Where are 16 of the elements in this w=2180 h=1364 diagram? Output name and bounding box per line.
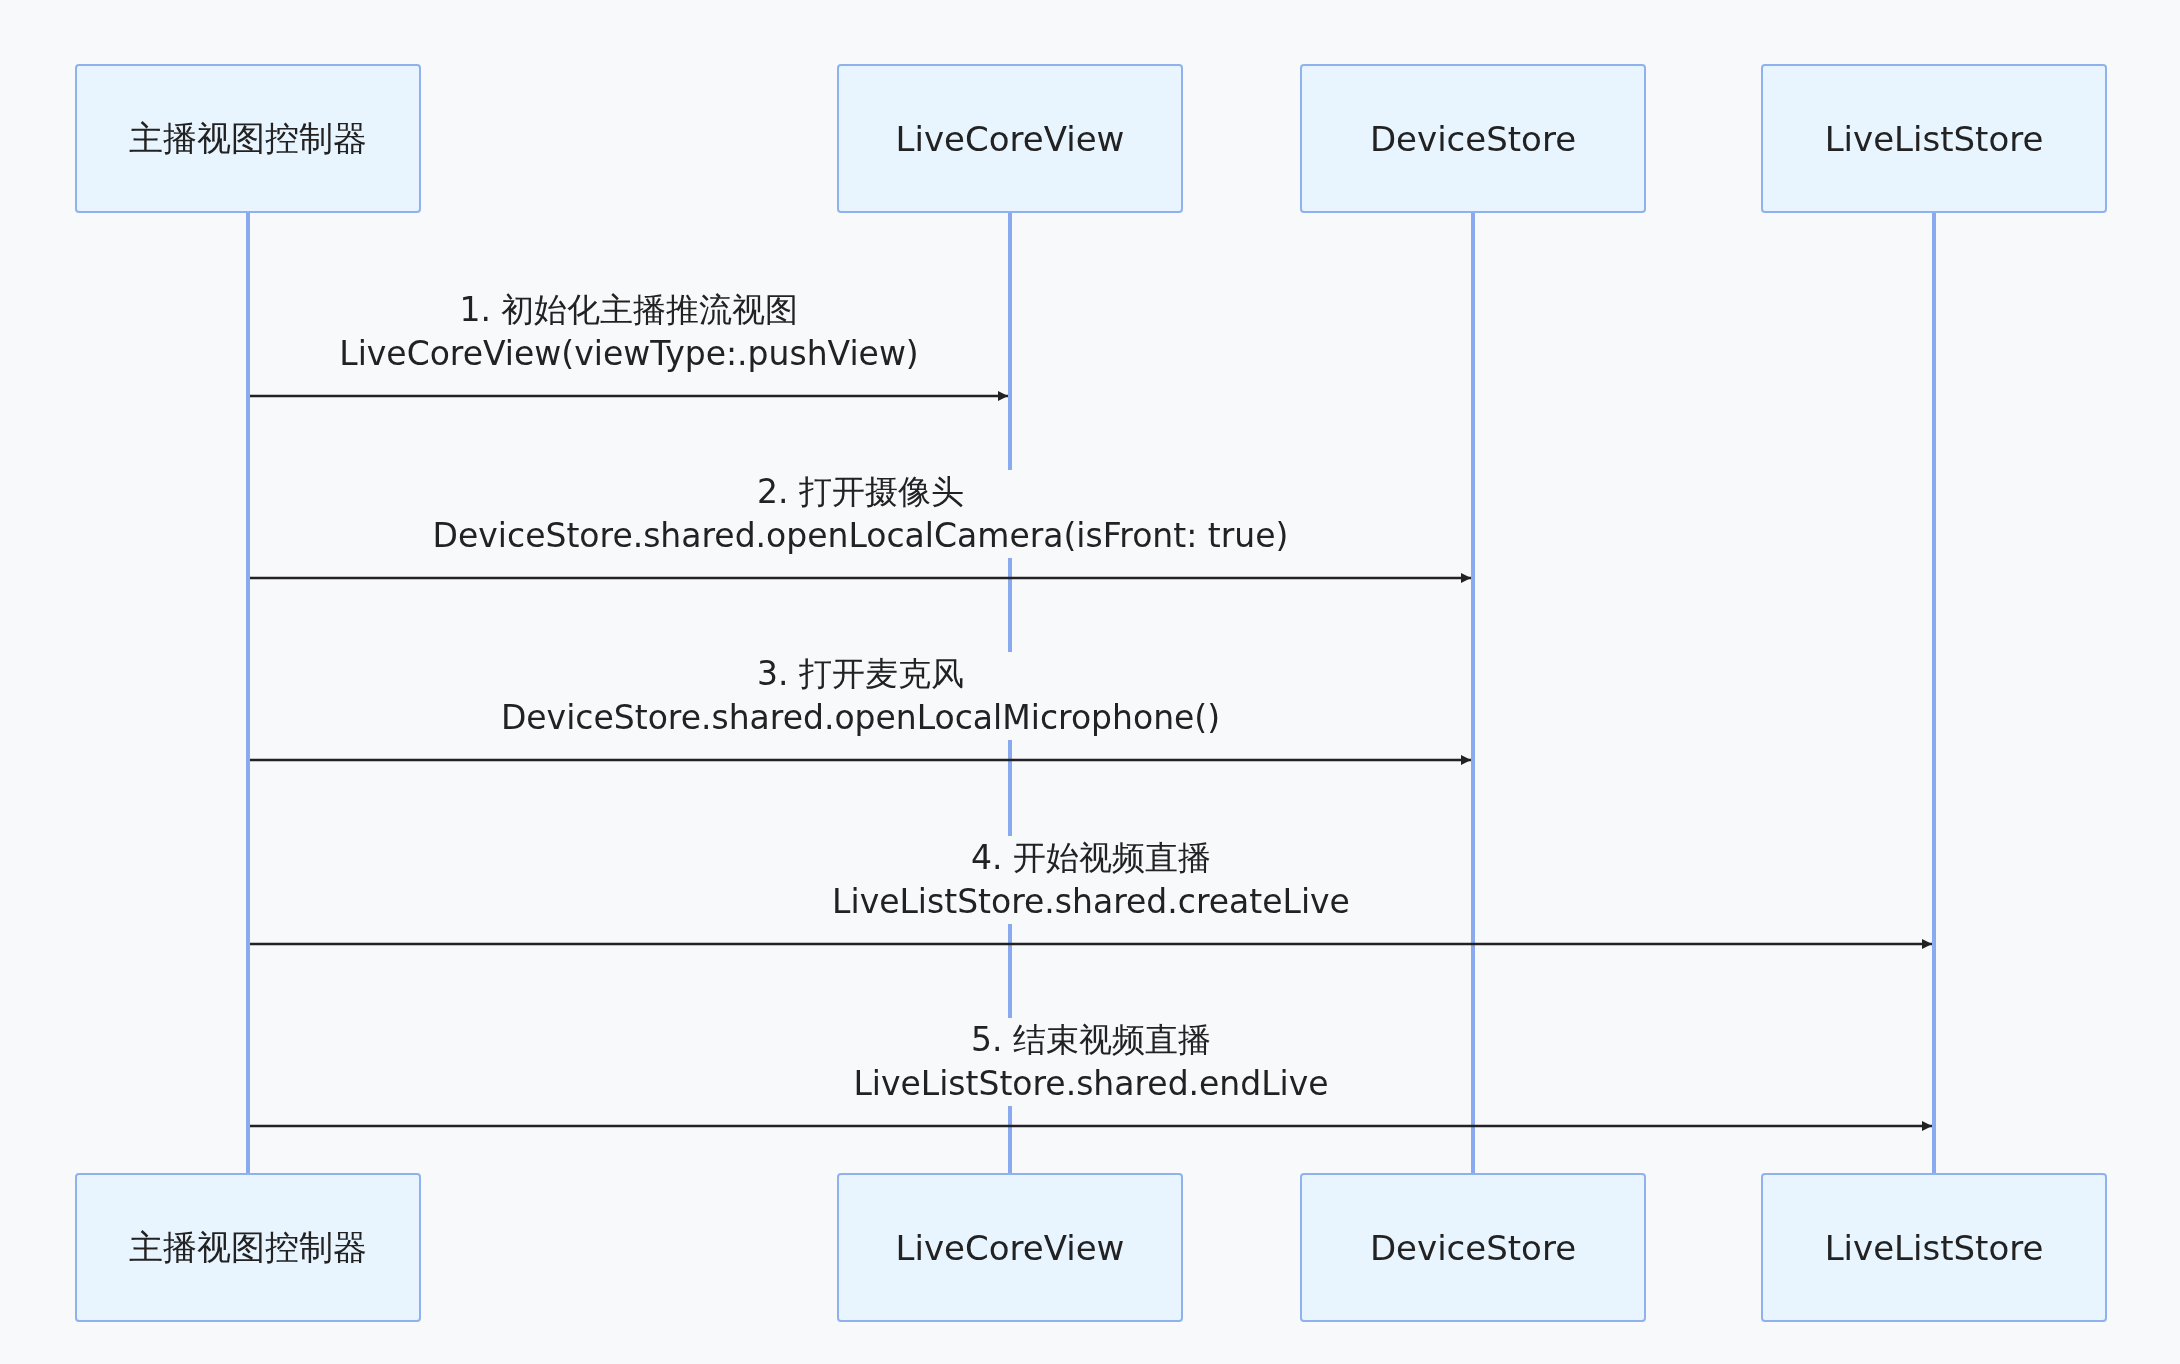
participant-box: 主播视图控制器 [75, 1173, 421, 1322]
message-arrow [250, 939, 1932, 949]
lifeline [1932, 213, 1936, 1173]
message-arrow [250, 391, 1008, 401]
participant-box: 主播视图控制器 [75, 64, 421, 213]
lifeline [246, 213, 250, 1173]
participant-box: LiveCoreView [837, 1173, 1183, 1322]
message-arrow [250, 1121, 1932, 1131]
participant-box: DeviceStore [1300, 64, 1646, 213]
participant-box: LiveListStore [1761, 1173, 2107, 1322]
participant-box: DeviceStore [1300, 1173, 1646, 1322]
message-arrow [250, 755, 1471, 765]
participant-box: LiveListStore [1761, 64, 2107, 213]
lifeline [1471, 213, 1475, 1173]
participant-box: LiveCoreView [837, 64, 1183, 213]
message-arrow [250, 573, 1471, 583]
